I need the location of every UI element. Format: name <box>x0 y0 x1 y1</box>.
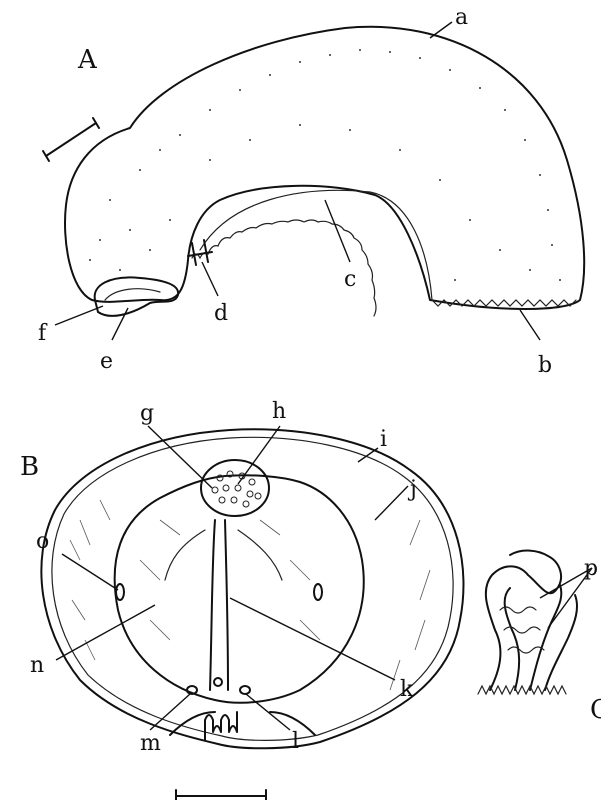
leader-e <box>112 308 128 340</box>
panel-c-title: C <box>590 695 601 725</box>
central-lumen <box>210 520 228 690</box>
label-b: b <box>538 353 552 378</box>
label-d: d <box>214 301 228 326</box>
leader-d <box>202 262 218 296</box>
label-l: l <box>292 729 299 754</box>
leader-o <box>62 554 118 590</box>
label-p: p <box>584 556 598 581</box>
panel-c: p C <box>478 551 601 725</box>
inner-margin-line <box>200 190 432 300</box>
panel-b-title: B <box>20 452 39 482</box>
panel-a: A <box>38 5 584 378</box>
label-g: g <box>140 401 154 426</box>
panel-b: B <box>20 399 463 800</box>
label-k: k <box>400 677 414 702</box>
specimen-body-outline <box>65 27 584 309</box>
label-c: c <box>344 267 356 292</box>
label-e: e <box>100 349 113 374</box>
leader-a <box>430 22 452 38</box>
leader-n <box>56 605 155 660</box>
inner-cavity <box>115 475 364 703</box>
epithelium-fold-outer <box>486 551 561 690</box>
leader-b <box>520 310 540 340</box>
panel-b-scale-bar <box>176 790 266 800</box>
fringe-b <box>432 300 576 306</box>
anterior-lobe <box>95 277 179 315</box>
panel-a-scale-bar <box>43 118 99 161</box>
anterior-lobe-inner <box>105 289 160 300</box>
lateral-vessel-right <box>314 584 322 600</box>
label-o: o <box>36 529 49 554</box>
label-f: f <box>38 321 48 346</box>
label-m: m <box>140 731 161 756</box>
gut-wall-left <box>165 530 282 580</box>
nerve-cord-right <box>240 686 250 694</box>
nerve-cord-center <box>214 678 222 686</box>
section-marker-d <box>188 240 212 265</box>
label-i: i <box>380 427 387 452</box>
leader-g <box>148 426 212 488</box>
epithelium-fold-right <box>530 585 577 690</box>
body-stippling <box>89 49 561 281</box>
label-a: a <box>455 5 468 30</box>
leader-m <box>150 694 190 730</box>
outer-body-wall-inner <box>52 437 453 740</box>
leader-f <box>55 306 103 325</box>
leader-k <box>230 598 395 680</box>
lateral-vessel-left <box>116 584 124 600</box>
leader-j <box>375 486 408 520</box>
label-n: n <box>30 653 44 678</box>
label-h: h <box>272 399 286 424</box>
panel-a-title: A <box>77 45 98 75</box>
epithelium-base-fringe <box>478 686 566 694</box>
